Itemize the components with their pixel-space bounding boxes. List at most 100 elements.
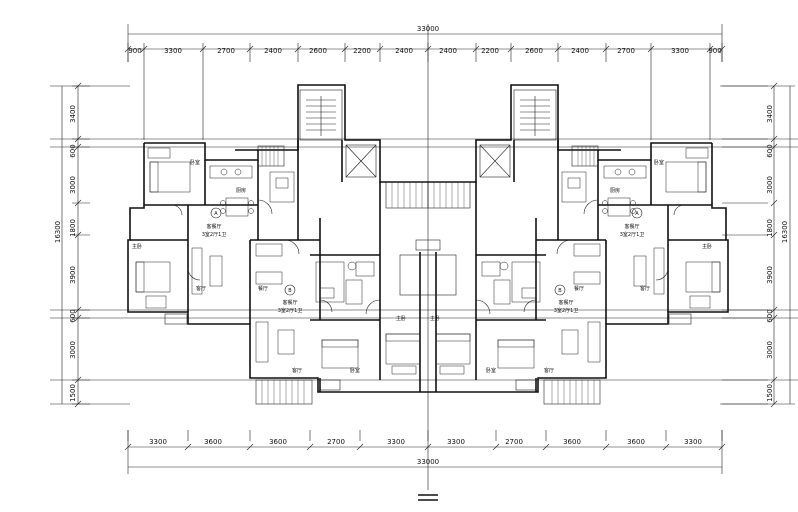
top-dim-11: 2400 [571, 47, 589, 55]
room-label-bedroom-b-left: 卧室 [350, 367, 360, 374]
unit-a-type-left: 3室2厅1卫 [202, 231, 227, 238]
bottom-ticks-mark [542, 443, 550, 451]
right-dim-6: 600 [766, 309, 774, 322]
bottom-ticks-mark [124, 443, 132, 451]
overall-height-left: 16300 [54, 221, 62, 243]
sofa-left [191, 243, 295, 363]
bottom-dim-9: 3600 [627, 438, 645, 446]
top-dim-9: 2200 [481, 47, 499, 55]
right-dimension-chain: 3400 600 3000 1800 3900 600 3000 1500 16… [720, 82, 795, 408]
room-label-living-b-left: 客厅 [292, 367, 302, 374]
room-label-master-left: 主卧 [132, 243, 142, 250]
bottom-dim-3: 3600 [269, 438, 287, 446]
unit-b-type-right: 3室2厅1卫 [554, 307, 579, 314]
room-label-bedroom-right: 卧室 [654, 159, 664, 166]
top-dim-1: 900 [128, 47, 141, 55]
room-label-dining-left: 餐厅 [258, 285, 268, 292]
top-dim-6: 2200 [353, 47, 371, 55]
section-mark [418, 494, 438, 501]
unit-b-name-right: 客餐厅 [558, 299, 573, 306]
room-label-kitchen-right: 厨房 [610, 187, 620, 194]
bed-left-1 [147, 147, 191, 193]
right-ticks-mark [770, 400, 778, 408]
room-label-living-right: 客厅 [640, 285, 650, 292]
room-label-master-right: 主卧 [702, 243, 712, 250]
bottom-dim-5: 3300 [387, 438, 405, 446]
balcony-hatch-bottom-left [255, 379, 313, 405]
room-labels: 卧室 厨房 主卧 客厅 餐厅 客厅 卧室 主卧 主卧 卧室 客厅 餐厅 客厅 主… [132, 159, 712, 374]
right-dim-7: 3000 [766, 341, 774, 359]
left-dim-3: 3000 [69, 176, 77, 194]
left-dim-2: 600 [69, 144, 77, 157]
unit-a-name-right: 客餐厅 [624, 223, 639, 230]
right-dim-3: 3000 [766, 176, 774, 194]
bottom-dim-8: 3600 [563, 438, 581, 446]
top-dim-2: 3300 [164, 47, 182, 55]
room-label-living-b-right: 客厅 [544, 367, 554, 374]
bottom-dim-2: 3600 [204, 438, 222, 446]
room-label-living-left: 客厅 [196, 285, 206, 292]
left-dim-4: 1800 [69, 219, 77, 237]
bottom-dim-10: 3300 [684, 438, 702, 446]
stair-treads-left [306, 96, 336, 136]
left-unit-plan [127, 84, 429, 405]
bed-left-3 [321, 339, 359, 369]
top-dim-8: 2400 [439, 47, 457, 55]
bottom-ticks-mark [718, 443, 726, 451]
bottom-ticks-mark [184, 443, 192, 451]
bottom-dim-4: 2700 [327, 438, 345, 446]
bottom-ticks-mark [246, 443, 254, 451]
unit-a-name-left: 客餐厅 [206, 223, 221, 230]
top-dim-5: 2600 [309, 47, 327, 55]
right-ticks-mark [770, 82, 778, 90]
central-spine [399, 239, 457, 392]
bottom-dim-6: 3300 [447, 438, 465, 446]
bed-left-4 [385, 333, 421, 375]
top-dim-7: 2400 [395, 47, 413, 55]
right-unit-plan [427, 84, 729, 405]
axis-marker-a-right [631, 207, 643, 219]
room-label-bedroom-b-right: 卧室 [486, 367, 496, 374]
left-dimension-chain: 16300 3400 600 3000 1800 3900 600 3000 1… [50, 82, 130, 408]
unit-b-type-left: 3室2厅1卫 [278, 307, 303, 314]
bottom-dimension-chain: 3300 3600 3600 2700 3300 3300 2700 3600 … [124, 430, 726, 474]
corridor-hatch-left [385, 181, 429, 209]
axis-marker-b-right-label: B [558, 288, 562, 294]
top-dim-4: 2400 [264, 47, 282, 55]
bottom-ticks-mark [356, 443, 364, 451]
bath-left [315, 261, 375, 305]
top-dim-10: 2600 [525, 47, 543, 55]
axis-marker-a-left [210, 207, 222, 219]
bottom-dim-7: 2700 [505, 438, 523, 446]
right-dim-5: 3900 [766, 266, 774, 284]
bottom-ticks-mark [602, 443, 610, 451]
bottom-ticks-mark [306, 443, 314, 451]
axis-markers: A A B B [210, 207, 643, 296]
right-ticks-mark [770, 231, 778, 239]
left-dim-5: 3900 [69, 266, 77, 284]
balcony-hatch-top-left [257, 145, 285, 167]
grid-axis-lines [50, 24, 798, 490]
unit-a-type-right: 3室2厅1卫 [620, 231, 645, 238]
bottom-ticks-mark [662, 443, 670, 451]
axis-marker-b-left-label: B [288, 288, 292, 294]
dining-table-left [220, 197, 254, 217]
room-label-master-b-right: 主卧 [430, 315, 440, 322]
axis-marker-b-right [554, 284, 566, 296]
unit-b-name-left: 客餐厅 [282, 299, 297, 306]
top-dim-3: 2700 [217, 47, 235, 55]
right-dim-4: 1800 [766, 219, 774, 237]
axis-marker-a-right-label: A [635, 211, 639, 217]
top-dim-13: 3300 [671, 47, 689, 55]
room-label-master-b-left: 主卧 [396, 315, 406, 322]
room-label-kitchen-left: 厨房 [236, 187, 246, 194]
unit-labels: 客餐厅 3室2厅1卫 客餐厅 3室2厅1卫 客餐厅 3室2厅1卫 客餐厅 3室2… [202, 223, 645, 314]
doors-left [171, 199, 381, 315]
right-dim-8: 1500 [766, 384, 774, 402]
room-label-dining-right: 餐厅 [574, 285, 584, 292]
room-label-bedroom-1: 卧室 [190, 159, 200, 166]
left-dim-1: 3400 [69, 105, 77, 123]
right-ticks-mark [770, 199, 778, 207]
right-dim-2: 600 [766, 144, 774, 157]
